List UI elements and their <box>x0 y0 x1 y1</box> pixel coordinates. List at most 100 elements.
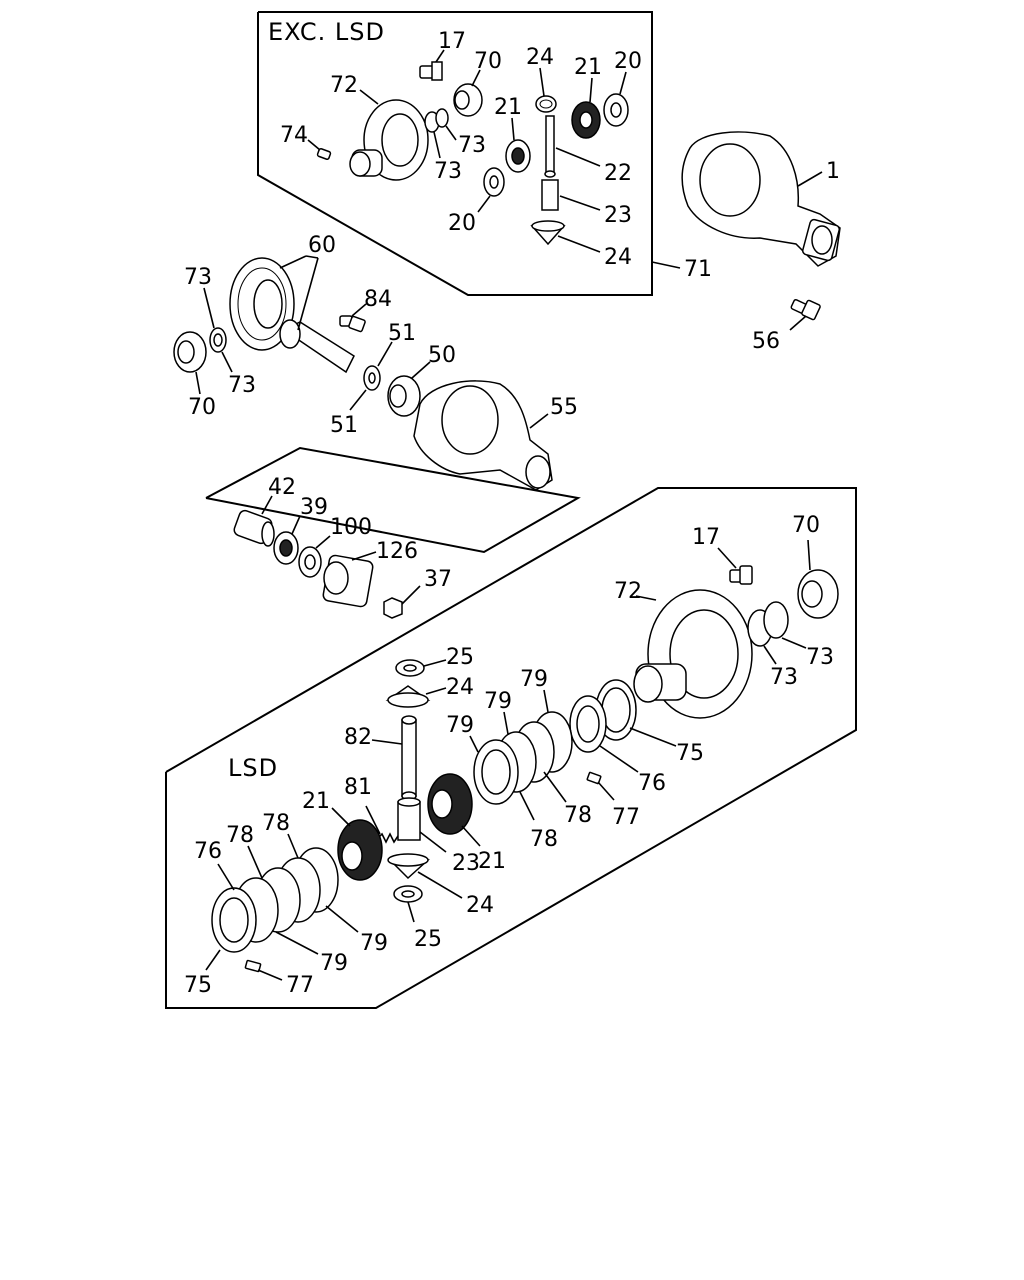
callout-77: 77 <box>612 805 640 830</box>
callout-21: 21 <box>494 95 522 120</box>
clutch-plate-icon <box>569 695 607 753</box>
lsd-label: LSD <box>228 754 278 782</box>
exc-lsd-label: EXC. LSD <box>268 18 385 46</box>
callout-25: 25 <box>446 645 474 670</box>
callout-20: 20 <box>448 211 476 236</box>
housing-icon <box>413 380 553 491</box>
callout-55: 55 <box>550 395 578 420</box>
callout-50: 50 <box>428 343 456 368</box>
callout-21: 21 <box>302 789 330 814</box>
callout-73: 73 <box>770 665 798 690</box>
callout-81: 81 <box>344 775 372 800</box>
callout-20: 20 <box>614 49 642 74</box>
callout-37: 37 <box>424 567 452 592</box>
callout-73: 73 <box>806 645 834 670</box>
callout-79: 79 <box>360 931 388 956</box>
gear-icon <box>385 685 431 708</box>
callout-76: 76 <box>194 839 222 864</box>
callout-1: 1 <box>826 159 840 184</box>
clip-icon <box>586 771 602 785</box>
callout-71: 71 <box>684 257 712 282</box>
washer-icon <box>603 93 629 127</box>
exc-lsd-frame <box>257 11 653 296</box>
gear-icon <box>505 139 531 173</box>
clutch-plate-icon <box>473 711 573 805</box>
washer-icon <box>393 885 423 903</box>
seal-icon <box>298 546 322 578</box>
differential-case-icon <box>349 99 429 181</box>
lsd-frame <box>165 487 857 1009</box>
callout-75: 75 <box>676 741 704 766</box>
callout-21: 21 <box>478 849 506 874</box>
gear-icon <box>387 853 430 880</box>
callout-39: 39 <box>300 495 328 520</box>
callout-79: 79 <box>320 951 348 976</box>
bolt-icon <box>339 315 366 333</box>
differential-case-icon <box>633 589 753 719</box>
block-icon <box>541 179 559 211</box>
bearing-icon <box>453 83 483 117</box>
callout-74: 74 <box>280 123 308 148</box>
bolt-icon <box>790 298 821 321</box>
callout-78: 78 <box>226 823 254 848</box>
callout-79: 79 <box>520 667 548 692</box>
callout-77: 77 <box>286 973 314 998</box>
gear-icon <box>530 220 566 246</box>
bearing-icon <box>387 375 421 417</box>
washer-icon <box>483 167 505 197</box>
callout-21: 21 <box>574 55 602 80</box>
callout-24: 24 <box>446 675 474 700</box>
pin-icon <box>316 148 332 160</box>
bolt-icon <box>729 565 753 585</box>
shaft-icon <box>401 715 417 801</box>
callout-73: 73 <box>458 133 486 158</box>
flange-icon <box>322 554 374 608</box>
callout-17: 17 <box>692 525 720 550</box>
washer-icon <box>747 601 789 647</box>
callout-78: 78 <box>530 827 558 852</box>
callout-70: 70 <box>474 49 502 74</box>
gear-icon <box>337 819 383 881</box>
clip-icon <box>244 959 262 973</box>
callout-79: 79 <box>484 689 512 714</box>
nut-icon <box>383 597 403 619</box>
callout-126: 126 <box>376 539 418 564</box>
callout-82: 82 <box>344 725 372 750</box>
sleeve-icon <box>233 509 275 547</box>
washer-icon <box>209 327 227 353</box>
shaft-icon <box>279 319 355 374</box>
callout-76: 76 <box>638 771 666 796</box>
bearing-icon <box>173 331 207 373</box>
callout-72: 72 <box>614 579 642 604</box>
callout-42: 42 <box>268 475 296 500</box>
callout-22: 22 <box>604 161 632 186</box>
housing-icon <box>681 131 841 267</box>
block-icon <box>397 797 421 841</box>
bolt-icon <box>419 61 443 81</box>
callout-72: 72 <box>330 73 358 98</box>
callout-100: 100 <box>330 515 372 540</box>
callout-56: 56 <box>752 329 780 354</box>
washer-icon <box>363 365 381 391</box>
gear-icon <box>535 95 557 113</box>
clutch-plate-icon <box>211 847 339 953</box>
callout-51: 51 <box>330 413 358 438</box>
bearing-icon <box>797 569 839 619</box>
callout-78: 78 <box>262 811 290 836</box>
callout-24: 24 <box>466 893 494 918</box>
callout-78: 78 <box>564 803 592 828</box>
washer-icon <box>395 659 425 677</box>
gear-icon <box>229 257 295 351</box>
parts-group-frame <box>205 446 581 554</box>
callout-73: 73 <box>184 265 212 290</box>
callout-73: 73 <box>228 373 256 398</box>
callout-60: 60 <box>308 233 336 258</box>
callout-25: 25 <box>414 927 442 952</box>
callout-79: 79 <box>446 713 474 738</box>
callout-51: 51 <box>388 321 416 346</box>
spring-icon <box>375 832 399 844</box>
callout-73: 73 <box>434 159 462 184</box>
callout-23: 23 <box>604 203 632 228</box>
callout-17: 17 <box>438 29 466 54</box>
